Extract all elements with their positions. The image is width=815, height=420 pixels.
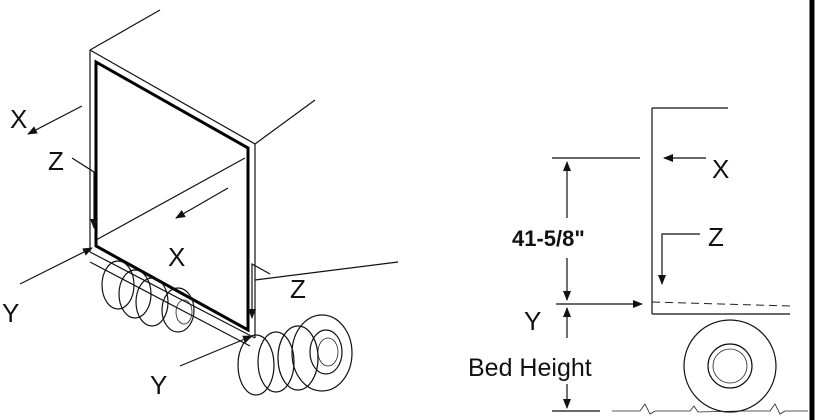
label-y-left: Y [2, 298, 19, 328]
trailer-box-outline [89, 9, 399, 347]
z-arrow-bottom [248, 262, 271, 319]
x-arrow-top [27, 105, 83, 135]
rear-wheel-left [101, 260, 195, 333]
side-z-arrow [658, 233, 700, 285]
x-arrow-middle [175, 187, 229, 219]
side-trailer-view: 41-5/8" X Z Y Bed Height [468, 107, 808, 415]
side-trailer-outline [651, 107, 791, 315]
side-label-x: X [712, 154, 729, 184]
dimension-value: 41-5/8" [512, 226, 585, 251]
ground-line [612, 403, 808, 415]
label-x-middle: X [168, 242, 185, 272]
label-z-bottom: Z [290, 274, 306, 304]
isometric-trailer-view: X Z X Z Y Y [2, 9, 399, 400]
label-y-bottom: Y [150, 370, 167, 400]
side-label-y: Y [524, 306, 541, 336]
bed-height-label: Bed Height [468, 354, 592, 382]
label-x-top: X [10, 104, 27, 134]
z-arrow-top [71, 157, 98, 229]
side-wheel [683, 319, 777, 413]
label-z-top: Z [48, 146, 64, 176]
y-arrow-bottom [179, 335, 253, 367]
rear-wheel-right [237, 314, 353, 396]
y-arrow-left [19, 247, 93, 285]
rear-door-frame [94, 59, 250, 333]
side-label-z: Z [708, 222, 724, 252]
